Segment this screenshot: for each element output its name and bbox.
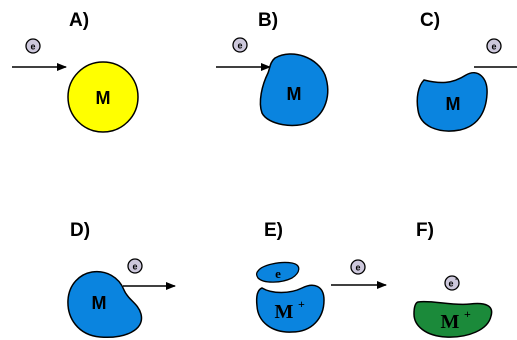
panel-d-label: D) <box>70 220 90 241</box>
electron-c: e <box>486 38 502 54</box>
electron-d: e <box>127 258 143 274</box>
ion-e-charge: + <box>298 297 305 311</box>
electron-d-symbol: e <box>132 262 137 272</box>
panel-f-label: F) <box>416 220 434 241</box>
ion-f-label: M <box>441 311 460 333</box>
electron-a-symbol: e <box>30 42 35 52</box>
molecule-b-label: M <box>287 84 302 104</box>
molecule-a-yellow <box>67 61 139 133</box>
panel-c: C) e M <box>416 10 517 132</box>
panel-c-label: C) <box>420 10 440 31</box>
fragment-e-electron-symbol: e <box>275 266 281 281</box>
panel-f: F) e - M + <box>413 220 493 338</box>
molecule-c-distorted <box>416 72 488 132</box>
panel-e-label: E) <box>264 220 283 241</box>
panel-d: D) e M <box>67 220 176 338</box>
molecule-b-distorted <box>259 53 329 127</box>
molecule-a-label: M <box>96 88 111 108</box>
panel-a: A) e M <box>12 10 139 133</box>
molecule-d-label: M <box>92 293 107 313</box>
electron-a: e <box>25 38 41 54</box>
electron-e-symbol: e <box>355 263 360 273</box>
molecule-c-label: M <box>446 94 461 114</box>
electron-c-symbol: e <box>491 42 496 52</box>
panel-e: E) e M + e <box>255 220 387 333</box>
ion-e-label: M <box>275 301 294 323</box>
ion-f-charge: + <box>464 307 471 321</box>
molecule-d-distorted <box>67 270 143 338</box>
electron-b-symbol: e <box>237 41 242 51</box>
panel-b-label: B) <box>258 10 278 31</box>
free-electron-f: e - <box>444 275 460 291</box>
panel-a-label: A) <box>69 10 89 31</box>
panel-b: B) e M <box>216 10 329 127</box>
free-electron-f-charge: - <box>455 276 458 283</box>
molecular-ion-e <box>255 284 325 333</box>
electron-b: e <box>232 37 248 53</box>
ejected-electron-fragment-e <box>255 261 300 283</box>
electron-e: e <box>350 259 366 275</box>
molecular-ion-f-green <box>413 300 493 338</box>
free-electron-f-symbol: e <box>448 279 453 289</box>
